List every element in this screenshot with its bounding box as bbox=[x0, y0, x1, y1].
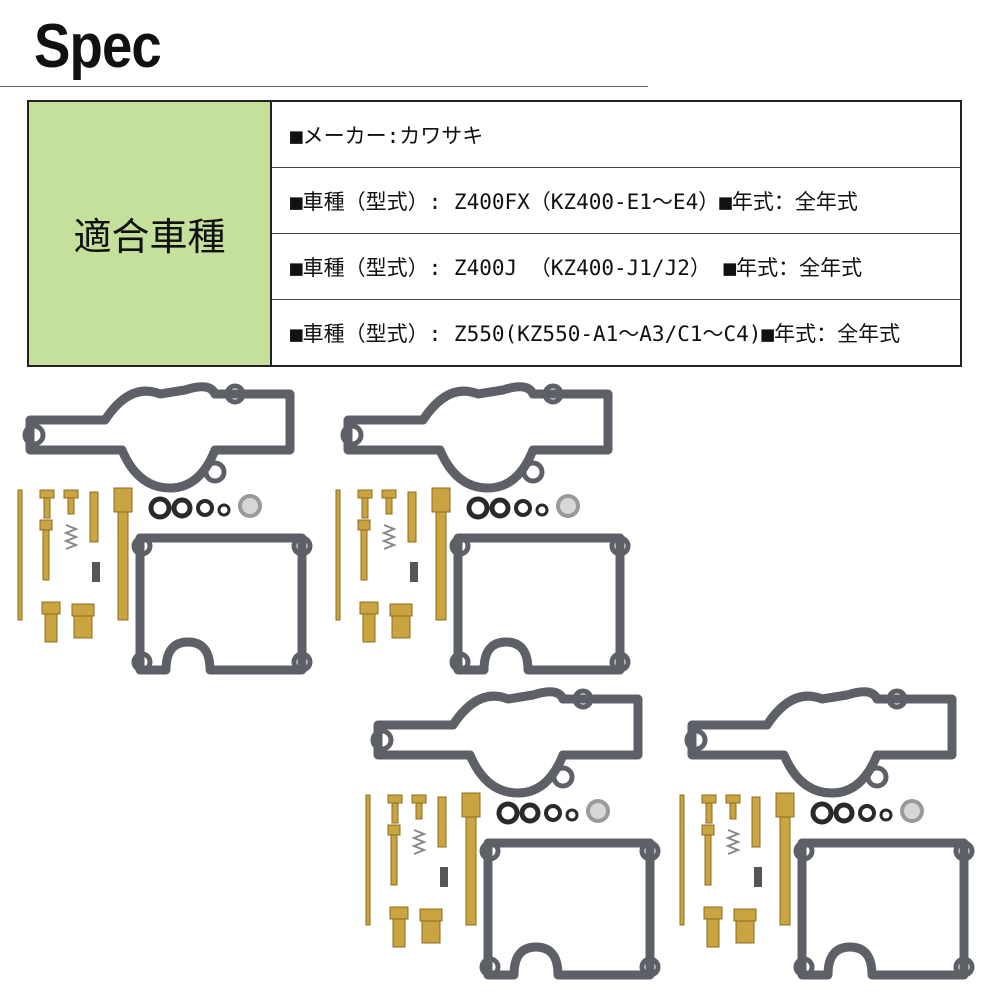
float-bowl-gasket bbox=[479, 838, 661, 980]
spec-table: 適合車種 ■メーカー:カワサキ ■車種（型式）: Z400FX（KZ400-E1… bbox=[27, 100, 962, 367]
carburetor-kit-image-1 bbox=[10, 380, 330, 700]
springs bbox=[411, 829, 427, 855]
float-needle bbox=[92, 562, 100, 582]
spec-row-z550: ■車種（型式）: Z550(KZ550-A1～A3/C1～C4)■年式：全年式 bbox=[290, 321, 901, 346]
carburetor-kit-image-4 bbox=[672, 685, 992, 1005]
brass-jets bbox=[679, 792, 795, 948]
spec-row-z400fx: ■車種（型式）: Z400FX（KZ400-E1～E4）■年式：全年式 bbox=[272, 168, 960, 234]
brass-jets bbox=[17, 487, 133, 643]
carburetor-kit-image-2 bbox=[328, 380, 648, 700]
springs bbox=[63, 524, 79, 550]
spec-row-z400j: ■車種（型式）: Z400J （KZ400-J1/J2） ■年式：全年式 bbox=[272, 234, 960, 300]
brass-jets bbox=[365, 792, 481, 948]
o-rings bbox=[496, 799, 610, 825]
carburetor-kit-image-3 bbox=[358, 685, 678, 1005]
float-bowl-gasket bbox=[131, 533, 313, 675]
top-gasket bbox=[370, 687, 643, 798]
springs bbox=[725, 829, 741, 855]
brass-jets bbox=[335, 487, 451, 643]
springs bbox=[381, 524, 397, 550]
float-needle bbox=[754, 867, 762, 887]
float-needle bbox=[410, 562, 418, 582]
title-divider bbox=[0, 86, 648, 87]
spec-row-maker: ■メーカー:カワサキ bbox=[272, 102, 960, 168]
float-bowl-gasket bbox=[793, 838, 975, 980]
o-rings bbox=[810, 799, 924, 825]
float-bowl-gasket bbox=[449, 533, 631, 675]
page-title: Spec bbox=[34, 12, 162, 81]
top-gasket bbox=[22, 382, 295, 493]
float-needle bbox=[440, 867, 448, 887]
spec-table-heading: 適合車種 bbox=[29, 102, 272, 365]
o-rings bbox=[148, 494, 262, 520]
o-rings bbox=[466, 494, 580, 520]
top-gasket bbox=[684, 687, 957, 798]
spec-table-rows: ■メーカー:カワサキ ■車種（型式）: Z400FX（KZ400-E1～E4）■… bbox=[272, 102, 960, 365]
top-gasket bbox=[340, 382, 613, 493]
